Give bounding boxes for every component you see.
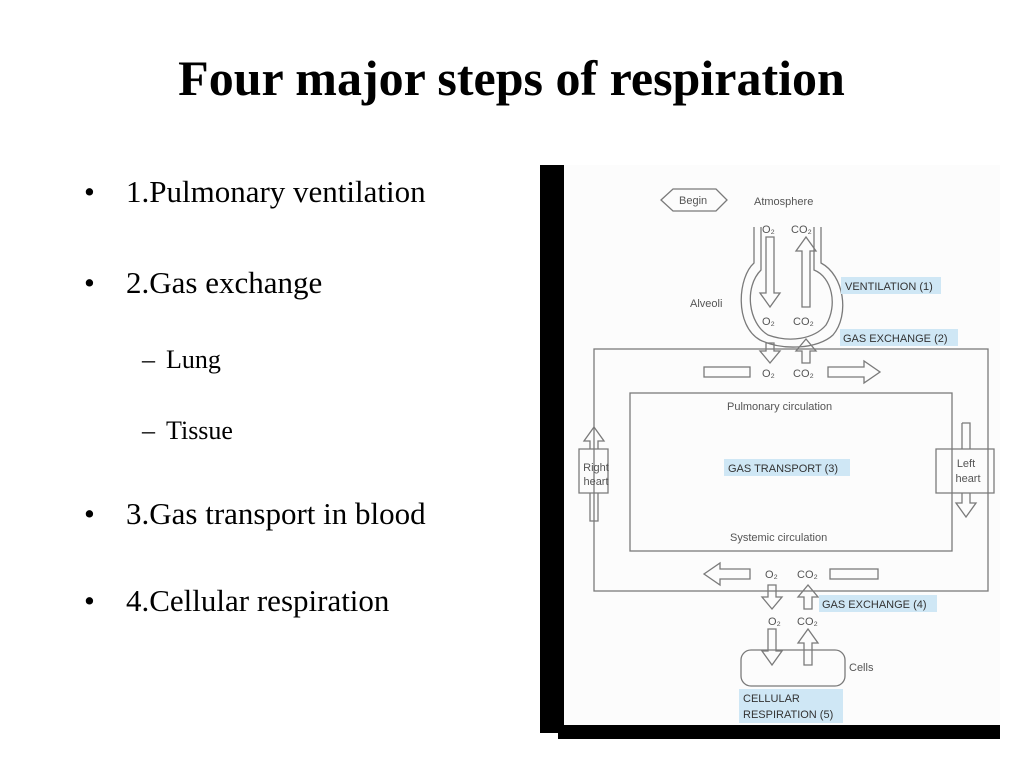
gas-exchange-tissue-label: GAS EXCHANGE (4)	[822, 599, 927, 611]
co2-label-3: CO₂	[793, 368, 814, 380]
co2-label-4: CO₂	[797, 569, 818, 581]
pulmonary-circulation-label: Pulmonary circulation	[727, 401, 832, 413]
cellular-respiration-label-1: CELLULAR	[743, 693, 800, 705]
gas-transport-label: GAS TRANSPORT (3)	[728, 463, 838, 475]
sub-bullet-text: Lung	[166, 345, 221, 374]
right-flow-arrow-top	[827, 359, 882, 385]
o2-down-arrow-2	[758, 342, 782, 365]
cellular-respiration-highlight	[739, 689, 843, 723]
cells-label: Cells	[849, 662, 874, 674]
begin-label: Begin	[679, 195, 707, 207]
bullet-text: 4.Cellular respiration	[126, 583, 390, 618]
left-flow-bar-top	[703, 366, 751, 378]
ventilation-highlight	[841, 277, 941, 294]
co2-label-5: CO₂	[797, 616, 818, 628]
bullet-dot-icon: •	[84, 583, 95, 618]
gas-exchange-lung-label: GAS EXCHANGE (2)	[843, 333, 948, 345]
right-heart-label-1: Right	[583, 462, 609, 474]
left-heart-label-1: Left	[957, 458, 975, 470]
left-heart-down-arrow	[954, 493, 978, 519]
ventilation-label: VENTILATION (1)	[845, 281, 933, 293]
bullet-text: 3.Gas transport in blood	[126, 496, 426, 531]
bullet-text: 2.Gas exchange	[126, 265, 323, 300]
cells-box	[740, 649, 846, 687]
right-flow-bar-bottom	[829, 568, 879, 580]
o2-label-5: O₂	[768, 616, 781, 628]
frame-left-edge	[540, 165, 564, 733]
bullet-dot-icon: •	[84, 265, 95, 300]
left-flow-arrow-bottom	[702, 561, 751, 587]
right-heart-up-arrow	[582, 425, 606, 449]
o2-label-2: O₂	[762, 316, 775, 328]
co2-label-1: CO₂	[791, 224, 812, 236]
sub-bullet-dash-icon: –	[142, 345, 155, 374]
bullet-dot-icon: •	[84, 496, 95, 531]
respiration-diagram: Begin Atmosphere O₂ CO₂ Alveoli O₂ CO₂ O…	[538, 165, 1000, 739]
begin-diamond	[660, 188, 728, 212]
left-heart-top-bar	[962, 422, 971, 449]
o2-down-arrow-1	[758, 236, 782, 309]
cellular-respiration-label-2: RESPIRATION (5)	[743, 709, 833, 721]
atmosphere-label: Atmosphere	[754, 196, 813, 208]
co2-up-arrow-4	[796, 627, 820, 666]
bullet-dot-icon: •	[84, 174, 95, 209]
co2-up-arrow-1	[794, 235, 818, 308]
gas-exchange-lung-highlight	[840, 329, 958, 346]
systemic-circulation-label: Systemic circulation	[730, 532, 827, 544]
gas-exchange-tissue-highlight	[819, 595, 937, 612]
left-heart-label-2: heart	[955, 473, 980, 485]
co2-up-arrow-2	[794, 337, 818, 364]
inner-circulation-loop	[629, 392, 953, 552]
frame-bottom-edge	[558, 725, 1000, 739]
co2-label-2: CO₂	[793, 316, 814, 328]
bullet-text: 1.Pulmonary ventilation	[126, 174, 426, 209]
outer-circulation-loop	[593, 348, 989, 592]
right-heart-label-2: heart	[583, 476, 608, 488]
slide-title: Four major steps of respiration	[178, 50, 845, 106]
o2-label-3: O₂	[762, 368, 775, 380]
sub-bullet-text: Tissue	[166, 416, 233, 445]
left-heart-box	[935, 448, 995, 494]
o2-down-arrow-3	[760, 584, 784, 611]
sub-bullet-dash-icon: –	[142, 416, 155, 445]
co2-up-arrow-3	[796, 583, 820, 610]
o2-label-1: O₂	[762, 224, 775, 236]
gas-transport-highlight	[724, 459, 850, 476]
alveoli-label: Alveoli	[690, 298, 722, 310]
o2-label-4: O₂	[765, 569, 778, 581]
o2-down-arrow-4	[760, 628, 784, 667]
